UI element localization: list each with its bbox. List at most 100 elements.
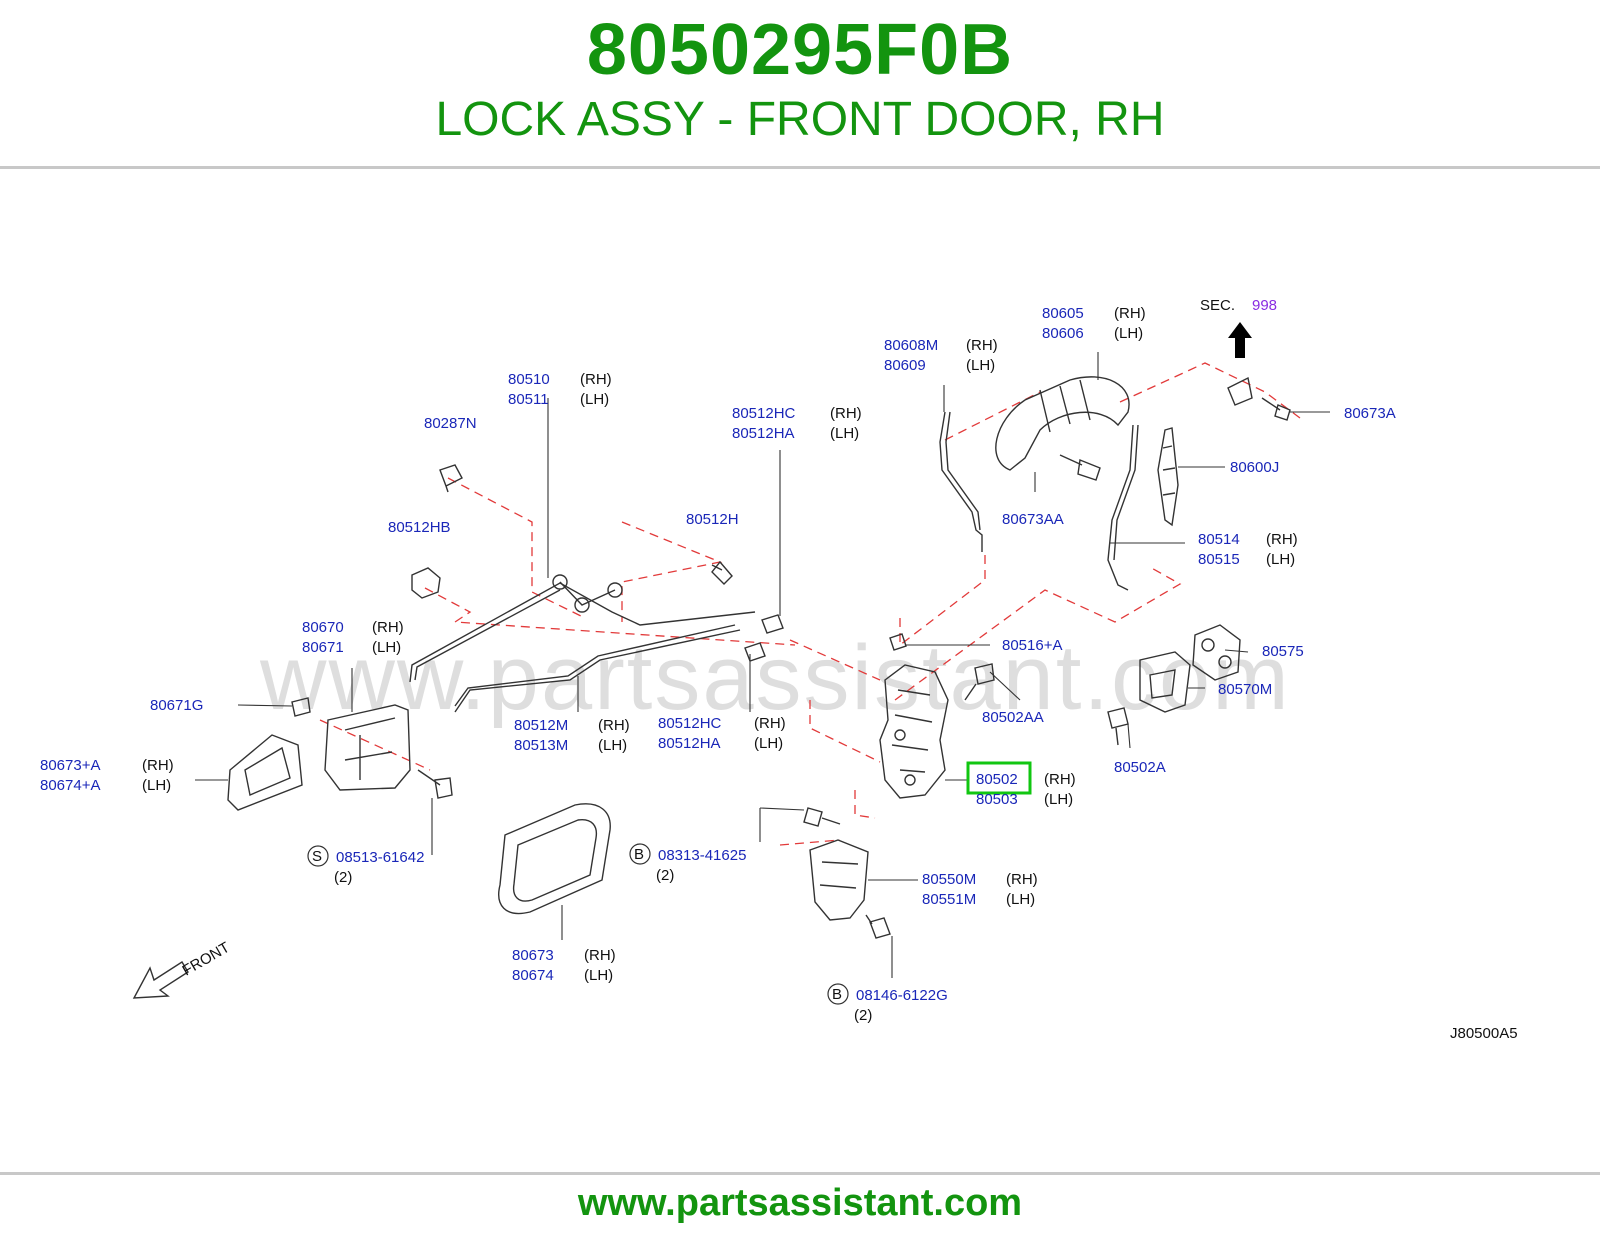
label-08146-qty: (2) <box>854 1007 872 1024</box>
label-80502AA[interactable]: 80502AA <box>982 709 1044 726</box>
assembly-dashed-lines <box>319 362 1301 846</box>
label-08513-qty: (2) <box>334 869 352 886</box>
clip-80512HB <box>411 567 441 599</box>
label-80673+A[interactable]: 80673+A <box>40 757 100 774</box>
label-80673-side: (RH) <box>584 947 616 964</box>
label-80673A[interactable]: 80673A <box>1344 405 1396 422</box>
marker-s-circle <box>307 845 329 867</box>
part-labels: 80510 (RH) 80511 (LH) 80287N 80512HC (RH… <box>40 297 1518 1042</box>
escutcheon-80673+A <box>227 734 303 811</box>
label-80673AA[interactable]: 80673AA <box>1002 511 1064 528</box>
label-80673[interactable]: 80673 <box>512 947 554 964</box>
label-sec-ref[interactable]: 998 <box>1252 297 1277 314</box>
bracket-80600J <box>1157 427 1179 527</box>
bolt-08313-41625 <box>803 807 841 827</box>
diagram-code: J80500A5 <box>1450 1025 1518 1042</box>
label-80512M[interactable]: 80512M <box>514 717 568 734</box>
label-80503-side: (LH) <box>1044 791 1073 808</box>
label-80502[interactable]: 80502 <box>976 771 1018 788</box>
label-80671[interactable]: 80671 <box>302 639 344 656</box>
label-08313-41625[interactable]: 08313-41625 <box>658 847 746 864</box>
label-80609-side: (LH) <box>966 357 995 374</box>
clip-80287N <box>439 464 463 493</box>
inside-handle-80670 <box>324 704 411 791</box>
label-80512HA-lower-side: (LH) <box>754 735 783 752</box>
label-80550M-side: (RH) <box>1006 871 1038 888</box>
label-80513M[interactable]: 80513M <box>514 737 568 754</box>
marker-b-circle-1 <box>629 843 651 865</box>
shim-80575 <box>1192 624 1241 681</box>
label-80609[interactable]: 80609 <box>884 357 926 374</box>
watermark-text: www.partsassistant.com <box>260 627 1291 729</box>
label-80512HC-upper-side: (RH) <box>830 405 862 422</box>
outside-handle-80605 <box>995 376 1130 471</box>
page-header: 8050295F0B LOCK ASSY - FRONT DOOR, RH <box>0 0 1600 170</box>
label-80514[interactable]: 80514 <box>1198 531 1240 548</box>
label-80608M[interactable]: 80608M <box>884 337 938 354</box>
label-80512HB[interactable]: 80512HB <box>388 519 451 536</box>
label-80510-side: (RH) <box>580 371 612 388</box>
label-80512HC-lower[interactable]: 80512HC <box>658 715 722 732</box>
label-80570M[interactable]: 80570M <box>1218 681 1272 698</box>
label-80512HA-upper[interactable]: 80512HA <box>732 425 795 442</box>
label-80606[interactable]: 80606 <box>1042 325 1084 342</box>
screw-08513-61642 <box>417 769 453 799</box>
label-08146-6122G[interactable]: 08146-6122G <box>856 987 948 1004</box>
label-80674+A[interactable]: 80674+A <box>40 777 100 794</box>
door-lock-80502 <box>879 664 949 799</box>
part-description: LOCK ASSY - FRONT DOOR, RH <box>435 93 1165 146</box>
label-80502-side: (RH) <box>1044 771 1076 788</box>
part-number-title: 8050295F0B <box>586 10 1014 90</box>
highlight-box-80502 <box>966 761 1032 795</box>
marker-b-1: B <box>634 846 644 863</box>
label-80551M[interactable]: 80551M <box>922 891 976 908</box>
label-80512H[interactable]: 80512H <box>686 511 739 528</box>
marker-b-circle-2 <box>827 983 849 1005</box>
label-80673+A-side: (RH) <box>142 757 174 774</box>
label-80608M-side: (RH) <box>966 337 998 354</box>
rod-80512M <box>454 629 741 713</box>
label-80513M-side: (LH) <box>598 737 627 754</box>
label-80514-side: (RH) <box>1266 531 1298 548</box>
clip-80671G <box>291 697 311 717</box>
label-80605[interactable]: 80605 <box>1042 305 1084 322</box>
bolt-80673AA <box>1059 454 1101 481</box>
label-08513-61642[interactable]: 08513-61642 <box>336 849 424 866</box>
label-80512HA-lower[interactable]: 80512HA <box>658 735 721 752</box>
label-08313-qty: (2) <box>656 867 674 884</box>
footer-website-link[interactable]: www.partsassistant.com <box>577 1182 1023 1224</box>
rod-80510 <box>409 582 756 683</box>
part-drawings <box>132 322 1291 999</box>
footer-divider <box>0 1172 1600 1175</box>
pin-80512H <box>711 560 733 585</box>
nut-80516+A <box>889 633 907 651</box>
label-80511-side: (LH) <box>580 391 609 408</box>
label-80516+A[interactable]: 80516+A <box>1002 637 1062 654</box>
label-80502A[interactable]: 80502A <box>1114 759 1166 776</box>
label-80674[interactable]: 80674 <box>512 967 554 984</box>
label-80510[interactable]: 80510 <box>508 371 550 388</box>
label-80671G[interactable]: 80671G <box>150 697 203 714</box>
label-80575[interactable]: 80575 <box>1262 643 1304 660</box>
striker-80570M <box>1139 651 1191 713</box>
label-80600J[interactable]: 80600J <box>1230 459 1279 476</box>
label-80606-side: (LH) <box>1114 325 1143 342</box>
sec-arrow-up-icon <box>1228 322 1252 358</box>
label-sec: SEC. <box>1200 297 1235 314</box>
header-divider <box>0 166 1600 169</box>
label-80670[interactable]: 80670 <box>302 619 344 636</box>
screw-80502AA <box>964 663 995 701</box>
label-front: FRONT <box>180 939 233 980</box>
label-80515[interactable]: 80515 <box>1198 551 1240 568</box>
label-80512HC-upper[interactable]: 80512HC <box>732 405 796 422</box>
label-80512M-side: (RH) <box>598 717 630 734</box>
bolt-08146-6122G <box>865 914 891 939</box>
label-80550M[interactable]: 80550M <box>922 871 976 888</box>
label-80674-side: (LH) <box>584 967 613 984</box>
label-80503[interactable]: 80503 <box>976 791 1018 808</box>
label-80511[interactable]: 80511 <box>508 391 549 408</box>
marker-b-2: B <box>832 986 842 1003</box>
label-80287N[interactable]: 80287N <box>424 415 477 432</box>
leader-lines <box>195 352 1330 978</box>
